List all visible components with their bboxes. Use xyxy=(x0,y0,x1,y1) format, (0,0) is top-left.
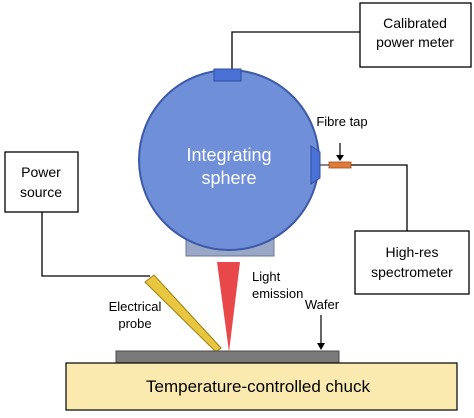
electrical-probe-label-line2: probe xyxy=(118,316,151,331)
spectrometer-label-line2: spectrometer xyxy=(371,264,453,280)
spectrometer-label-line1: High-res xyxy=(386,244,439,260)
integrating-sphere-label-line2: sphere xyxy=(201,168,256,188)
light-emission-beam xyxy=(217,262,240,352)
light-emission-label-line1: Light xyxy=(252,269,281,284)
fibre-tap xyxy=(328,161,352,169)
fibre-tap-label: Fibre tap xyxy=(316,114,367,129)
wafer-arrowhead xyxy=(317,343,325,350)
sphere-top-port xyxy=(213,68,242,82)
power-source-label-line1: Power xyxy=(21,164,61,180)
power-meter-wire xyxy=(231,31,360,69)
power-meter-label-line1: Calibrated xyxy=(383,15,447,31)
fibre-tap-arrowhead xyxy=(336,155,344,161)
power-source-box xyxy=(4,151,79,213)
power-source-label-line2: source xyxy=(20,184,62,200)
electrical-probe-label-line1: Electrical xyxy=(109,299,162,314)
temperature-controlled-chuck xyxy=(65,362,458,411)
wafer xyxy=(115,350,340,364)
power-meter-box xyxy=(359,2,472,68)
spectrometer-box xyxy=(354,230,470,295)
chuck-label: Temperature-controlled chuck xyxy=(146,377,370,396)
spectrometer-wire xyxy=(351,164,408,231)
sphere-side-port xyxy=(310,145,321,185)
electrical-probe xyxy=(144,274,222,353)
power-source-wire xyxy=(41,212,150,277)
integrating-sphere-label-line1: Integrating xyxy=(186,145,271,165)
power-meter-label-line2: power meter xyxy=(376,34,454,50)
wafer-label: Wafer xyxy=(305,297,340,312)
light-emission-label-line2: emission xyxy=(252,286,303,301)
